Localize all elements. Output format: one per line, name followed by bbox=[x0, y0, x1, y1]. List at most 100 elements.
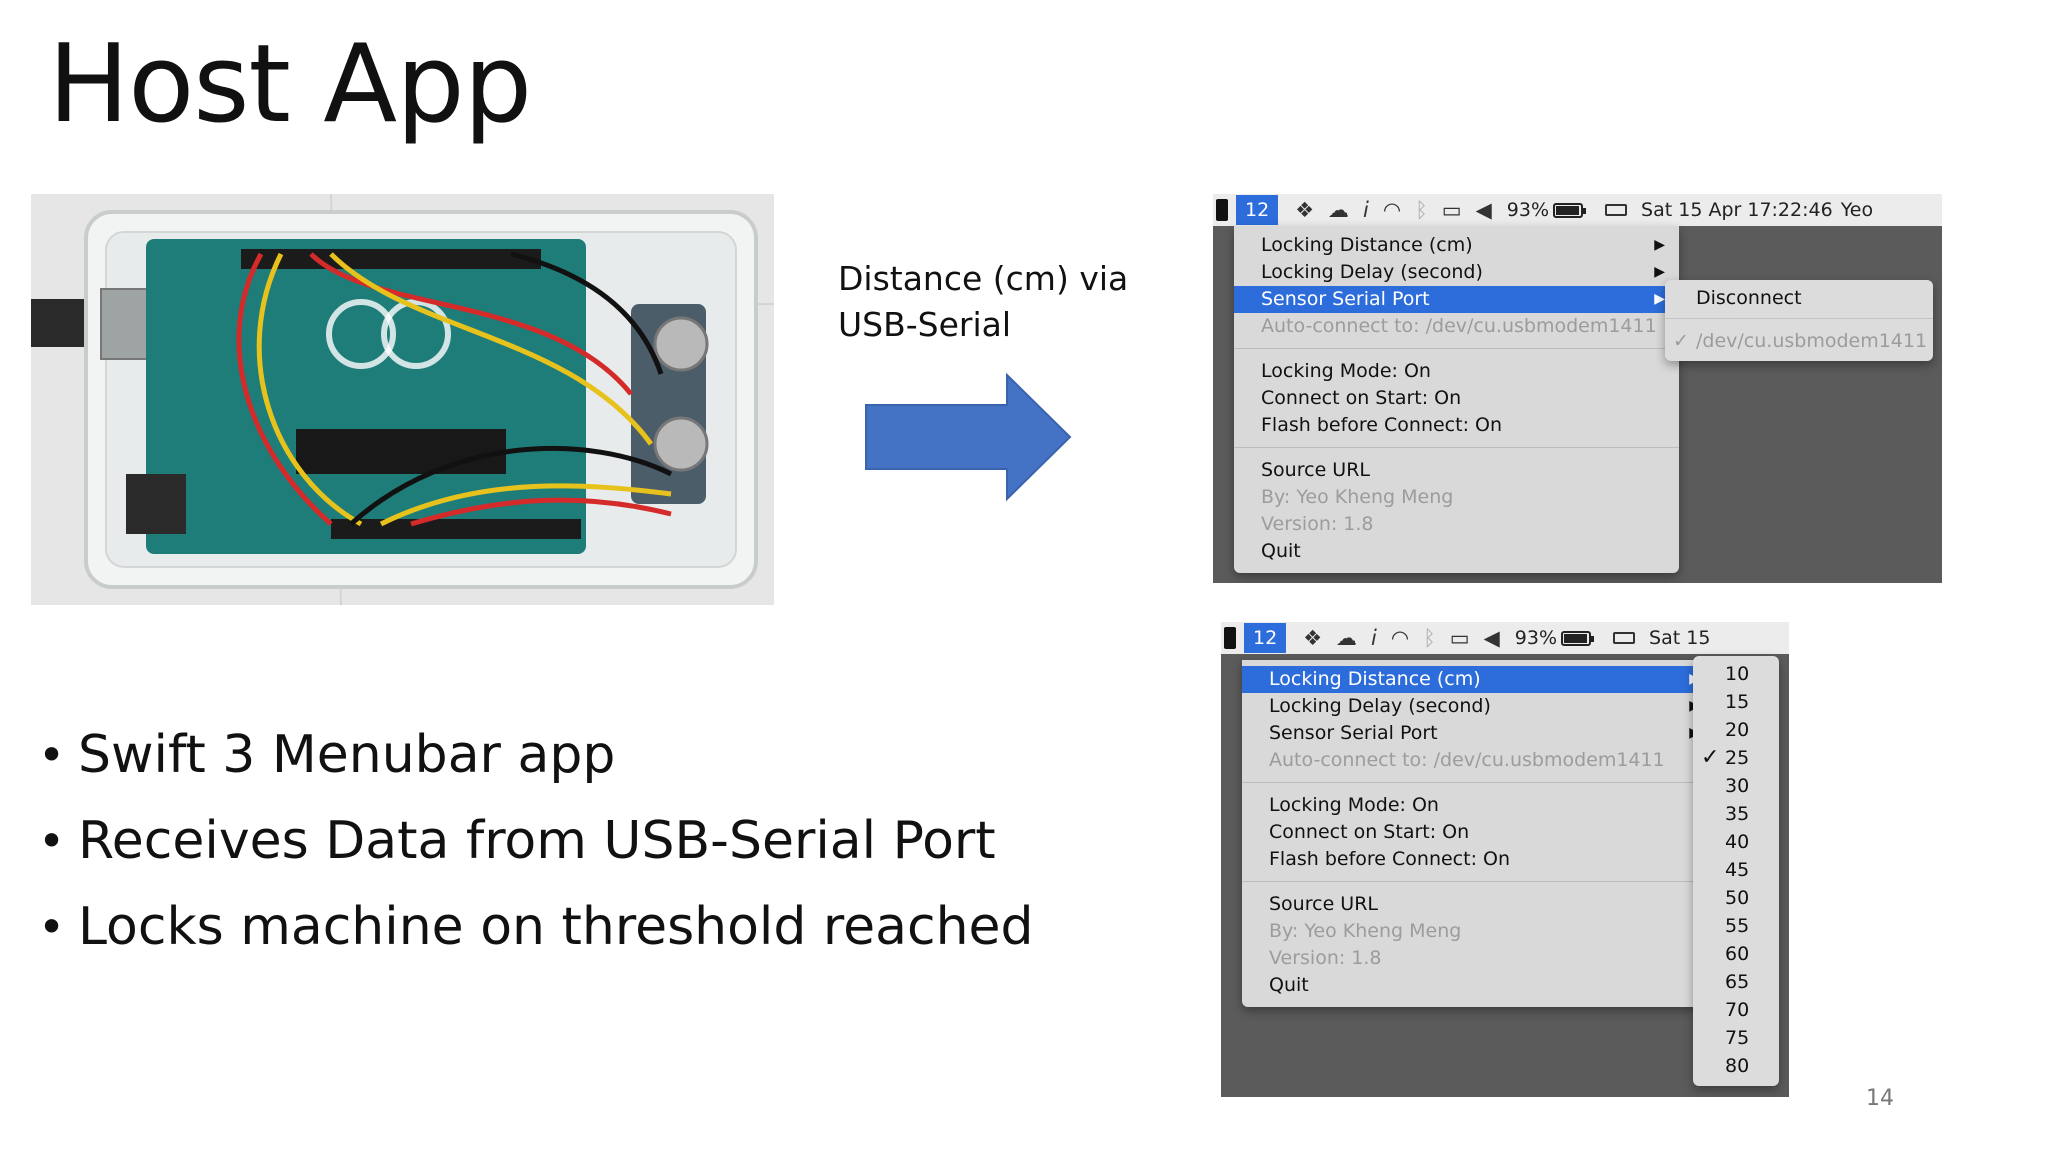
menu-item-connect-on-start[interactable]: Connect on Start: On bbox=[1234, 385, 1679, 412]
submenu-arrow-icon: ▶ bbox=[1654, 237, 1665, 253]
submenu-item-label: /dev/cu.usbmodem1411 bbox=[1696, 330, 1928, 352]
menu-item-locking-mode[interactable]: Locking Mode: On bbox=[1234, 358, 1679, 385]
distance-option-30[interactable]: 30 bbox=[1693, 772, 1779, 800]
distance-option-35[interactable]: 35 bbox=[1693, 800, 1779, 828]
distance-option-45[interactable]: 45 bbox=[1693, 856, 1779, 884]
menubar-datetime[interactable]: Sat 15 Apr 17:22:46 bbox=[1641, 199, 1833, 221]
menu-item-label: Flash before Connect: On bbox=[1261, 414, 1503, 436]
menu-separator bbox=[1242, 782, 1714, 783]
volume-icon[interactable]: ◀ bbox=[1483, 626, 1500, 650]
menu-item-label: Sensor Serial Port bbox=[1261, 288, 1430, 310]
distance-option-label: 20 bbox=[1725, 719, 1750, 741]
distance-option-label: 35 bbox=[1725, 803, 1750, 825]
distance-option-75[interactable]: 75 bbox=[1693, 1024, 1779, 1052]
battery-percent: 93% bbox=[1514, 627, 1558, 649]
battery-icon[interactable] bbox=[1561, 630, 1595, 646]
right-arrow-icon bbox=[865, 373, 1072, 502]
dropbox-icon[interactable]: ❖ bbox=[1295, 198, 1315, 222]
menubar-app-number[interactable]: 12 bbox=[1244, 623, 1287, 653]
menu-item-label: Sensor Serial Port bbox=[1269, 722, 1438, 744]
distance-option-label: 10 bbox=[1725, 663, 1750, 685]
distance-option-label: 25 bbox=[1725, 747, 1750, 769]
menu-item-flash-before-connect[interactable]: Flash before Connect: On bbox=[1242, 846, 1714, 873]
distance-option-label: 15 bbox=[1725, 691, 1750, 713]
submenu-item-disconnect[interactable]: Disconnect bbox=[1665, 284, 1933, 312]
menu-item-locking-distance[interactable]: Locking Distance (cm) ▶ bbox=[1234, 232, 1679, 259]
distance-option-20[interactable]: 20 bbox=[1693, 716, 1779, 744]
menu-item-label: By: Yeo Kheng Meng bbox=[1261, 486, 1454, 508]
distance-option-50[interactable]: 50 bbox=[1693, 884, 1779, 912]
menu-item-auto-connect: Auto-connect to: /dev/cu.usbmodem1411 bbox=[1242, 747, 1714, 774]
distance-option-label: 65 bbox=[1725, 971, 1750, 993]
menu-item-locking-distance[interactable]: Locking Distance (cm) ▶ bbox=[1242, 666, 1714, 693]
menu-item-label: Flash before Connect: On bbox=[1269, 848, 1511, 870]
menu-item-locking-delay[interactable]: Locking Delay (second) ▶ bbox=[1242, 693, 1714, 720]
menu-item-flash-before-connect[interactable]: Flash before Connect: On bbox=[1234, 412, 1679, 439]
distance-option-25[interactable]: ✓25 bbox=[1693, 744, 1779, 772]
menu-item-sensor-serial-port[interactable]: Sensor Serial Port ▶ bbox=[1234, 286, 1679, 313]
dropdown-menu: Locking Distance (cm) ▶ Locking Delay (s… bbox=[1242, 660, 1714, 1007]
distance-option-60[interactable]: 60 bbox=[1693, 940, 1779, 968]
airplay-icon[interactable]: ▭ bbox=[1449, 626, 1470, 650]
bluetooth-icon[interactable]: ᛒ bbox=[1415, 198, 1428, 222]
menu-item-source-url[interactable]: Source URL bbox=[1234, 457, 1679, 484]
caption-line-2: USB-Serial bbox=[838, 305, 1012, 344]
wifi-icon[interactable]: ◠ bbox=[1382, 198, 1402, 222]
keyboard-icon[interactable] bbox=[1605, 204, 1628, 216]
menu-item-locking-delay[interactable]: Locking Delay (second) ▶ bbox=[1234, 259, 1679, 286]
checkmark-icon: ✓ bbox=[1673, 330, 1689, 352]
menu-item-quit[interactable]: Quit bbox=[1242, 972, 1714, 999]
distance-option-15[interactable]: 15 bbox=[1693, 688, 1779, 716]
info-icon[interactable]: i bbox=[1363, 198, 1369, 222]
mac-menubar: 12 ❖ ☁ i ◠ ᛒ ▭ ◀ 93% Sat 15 Apr 17:22:46… bbox=[1213, 194, 1942, 226]
caption-line-1: Distance (cm) via bbox=[838, 259, 1129, 298]
menu-item-author: By: Yeo Kheng Meng bbox=[1242, 918, 1714, 945]
menu-item-sensor-serial-port[interactable]: Sensor Serial Port ▶ bbox=[1242, 720, 1714, 747]
info-icon[interactable]: i bbox=[1371, 626, 1377, 650]
menu-item-label: Connect on Start: On bbox=[1261, 387, 1462, 409]
bullet-item: Swift 3 Menubar app bbox=[38, 712, 1034, 798]
menu-item-label: Locking Distance (cm) bbox=[1269, 668, 1481, 690]
distance-option-80[interactable]: 80 bbox=[1693, 1052, 1779, 1080]
volume-icon[interactable]: ◀ bbox=[1475, 198, 1492, 222]
distance-option-70[interactable]: 70 bbox=[1693, 996, 1779, 1024]
cloud-icon[interactable]: ☁ bbox=[1328, 198, 1350, 222]
distance-option-40[interactable]: 40 bbox=[1693, 828, 1779, 856]
distance-option-label: 45 bbox=[1725, 859, 1750, 881]
bullet-item: Locks machine on threshold reached bbox=[38, 884, 1034, 970]
menu-item-connect-on-start[interactable]: Connect on Start: On bbox=[1242, 819, 1714, 846]
menu-item-source-url[interactable]: Source URL bbox=[1242, 891, 1714, 918]
distance-option-65[interactable]: 65 bbox=[1693, 968, 1779, 996]
menu-item-quit[interactable]: Quit bbox=[1234, 538, 1679, 565]
menubar-screenshot-bottom: 12 ❖ ☁ i ◠ ᛒ ▭ ◀ 93% Sat 15 Locking Dist… bbox=[1221, 622, 1789, 1097]
menu-item-author: By: Yeo Kheng Meng bbox=[1234, 484, 1679, 511]
menu-item-label: Version: 1.8 bbox=[1261, 513, 1374, 535]
app-status-icon[interactable] bbox=[1224, 627, 1236, 649]
airplay-icon[interactable]: ▭ bbox=[1441, 198, 1462, 222]
menu-item-label: Locking Mode: On bbox=[1261, 360, 1431, 382]
submenu-item-label: Disconnect bbox=[1696, 287, 1802, 309]
distance-option-label: 70 bbox=[1725, 999, 1750, 1021]
cloud-icon[interactable]: ☁ bbox=[1336, 626, 1358, 650]
menu-item-label: Version: 1.8 bbox=[1269, 947, 1382, 969]
menu-item-version: Version: 1.8 bbox=[1242, 945, 1714, 972]
menubar-user[interactable]: Yeo bbox=[1840, 199, 1874, 221]
menubar-datetime[interactable]: Sat 15 bbox=[1649, 627, 1711, 649]
menu-item-label: Source URL bbox=[1261, 459, 1370, 481]
wifi-icon[interactable]: ◠ bbox=[1390, 626, 1410, 650]
distance-option-55[interactable]: 55 bbox=[1693, 912, 1779, 940]
menu-separator bbox=[1234, 348, 1679, 349]
arduino-board-image bbox=[31, 194, 774, 605]
bluetooth-icon[interactable]: ᛒ bbox=[1423, 626, 1436, 650]
menu-item-label: Connect on Start: On bbox=[1269, 821, 1470, 843]
dropbox-icon[interactable]: ❖ bbox=[1303, 626, 1323, 650]
distance-option-10[interactable]: 10 bbox=[1693, 660, 1779, 688]
menu-item-locking-mode[interactable]: Locking Mode: On bbox=[1242, 792, 1714, 819]
app-status-icon[interactable] bbox=[1216, 199, 1228, 221]
checkmark-icon: ✓ bbox=[1701, 745, 1720, 770]
keyboard-icon[interactable] bbox=[1613, 632, 1636, 644]
battery-icon[interactable] bbox=[1553, 202, 1587, 218]
menubar-app-number[interactable]: 12 bbox=[1236, 195, 1279, 225]
menu-item-label: Quit bbox=[1269, 974, 1309, 996]
